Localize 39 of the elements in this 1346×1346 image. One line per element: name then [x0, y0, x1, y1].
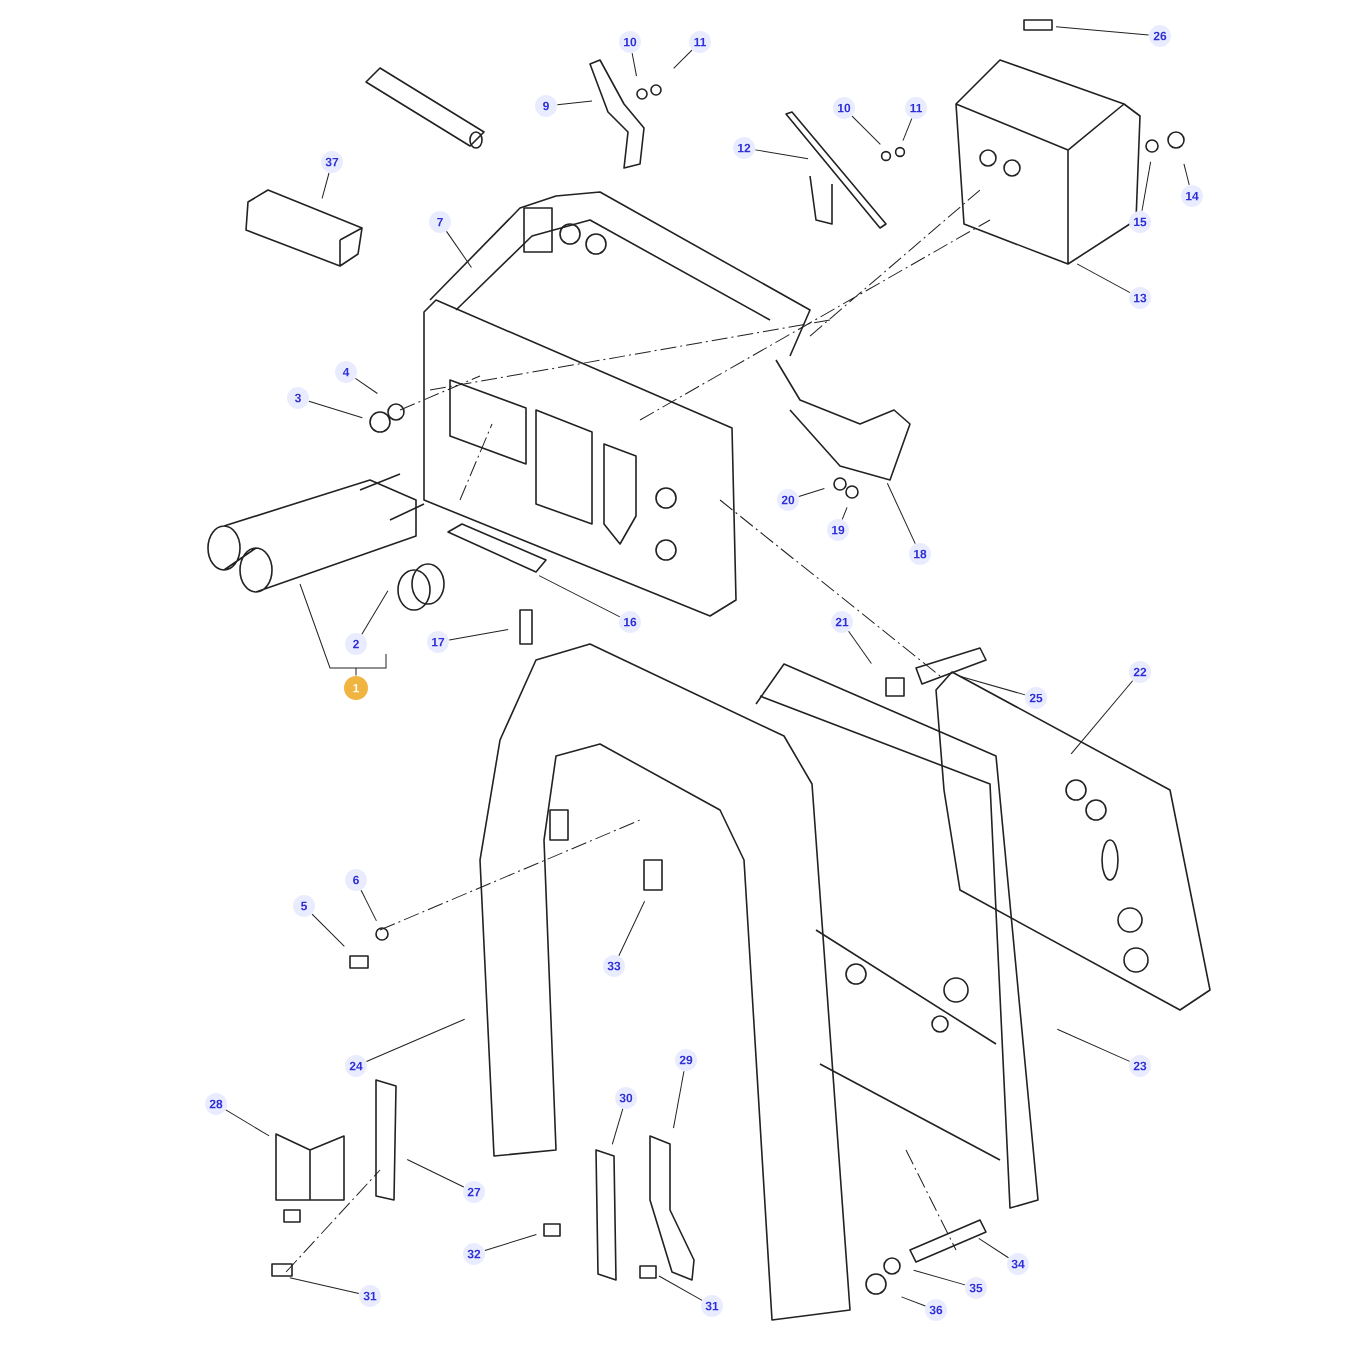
leader-line	[354, 377, 378, 394]
leader-line	[658, 1275, 703, 1301]
leader-line	[448, 628, 509, 641]
leader-line	[446, 230, 472, 268]
leader-line	[798, 487, 825, 498]
leader-line	[1056, 1028, 1131, 1062]
leader-line	[754, 149, 809, 160]
leader-line	[556, 100, 593, 106]
leader-line	[361, 590, 389, 635]
leader-line	[848, 630, 872, 664]
leader-line	[886, 482, 916, 545]
leader-line	[299, 583, 387, 677]
leader-line	[321, 172, 330, 199]
leader-line	[631, 52, 637, 77]
leader-line	[538, 575, 621, 618]
leader-line	[851, 115, 881, 145]
leader-line	[1055, 26, 1150, 36]
leader-line	[365, 1018, 466, 1062]
leader-line	[841, 506, 848, 520]
leader-line	[978, 1237, 1009, 1259]
leader-line	[673, 49, 693, 69]
leader-line	[1141, 161, 1152, 212]
leader-line	[618, 900, 646, 957]
leader-line	[913, 1269, 966, 1286]
leader-line	[311, 913, 345, 947]
leader-line	[308, 400, 363, 419]
leader-line	[902, 118, 913, 142]
leader-line	[611, 1108, 624, 1145]
leader-line	[289, 1277, 360, 1294]
leader-line	[406, 1159, 465, 1188]
leader-line	[1070, 680, 1134, 755]
leader-line	[901, 1296, 926, 1307]
leader-line	[959, 675, 1026, 696]
leader-line	[225, 1109, 270, 1137]
leader-line	[360, 889, 377, 922]
leader-line	[1183, 163, 1190, 186]
leader-line	[672, 1070, 685, 1129]
leader-line	[1076, 263, 1131, 294]
leader-line	[484, 1233, 537, 1252]
